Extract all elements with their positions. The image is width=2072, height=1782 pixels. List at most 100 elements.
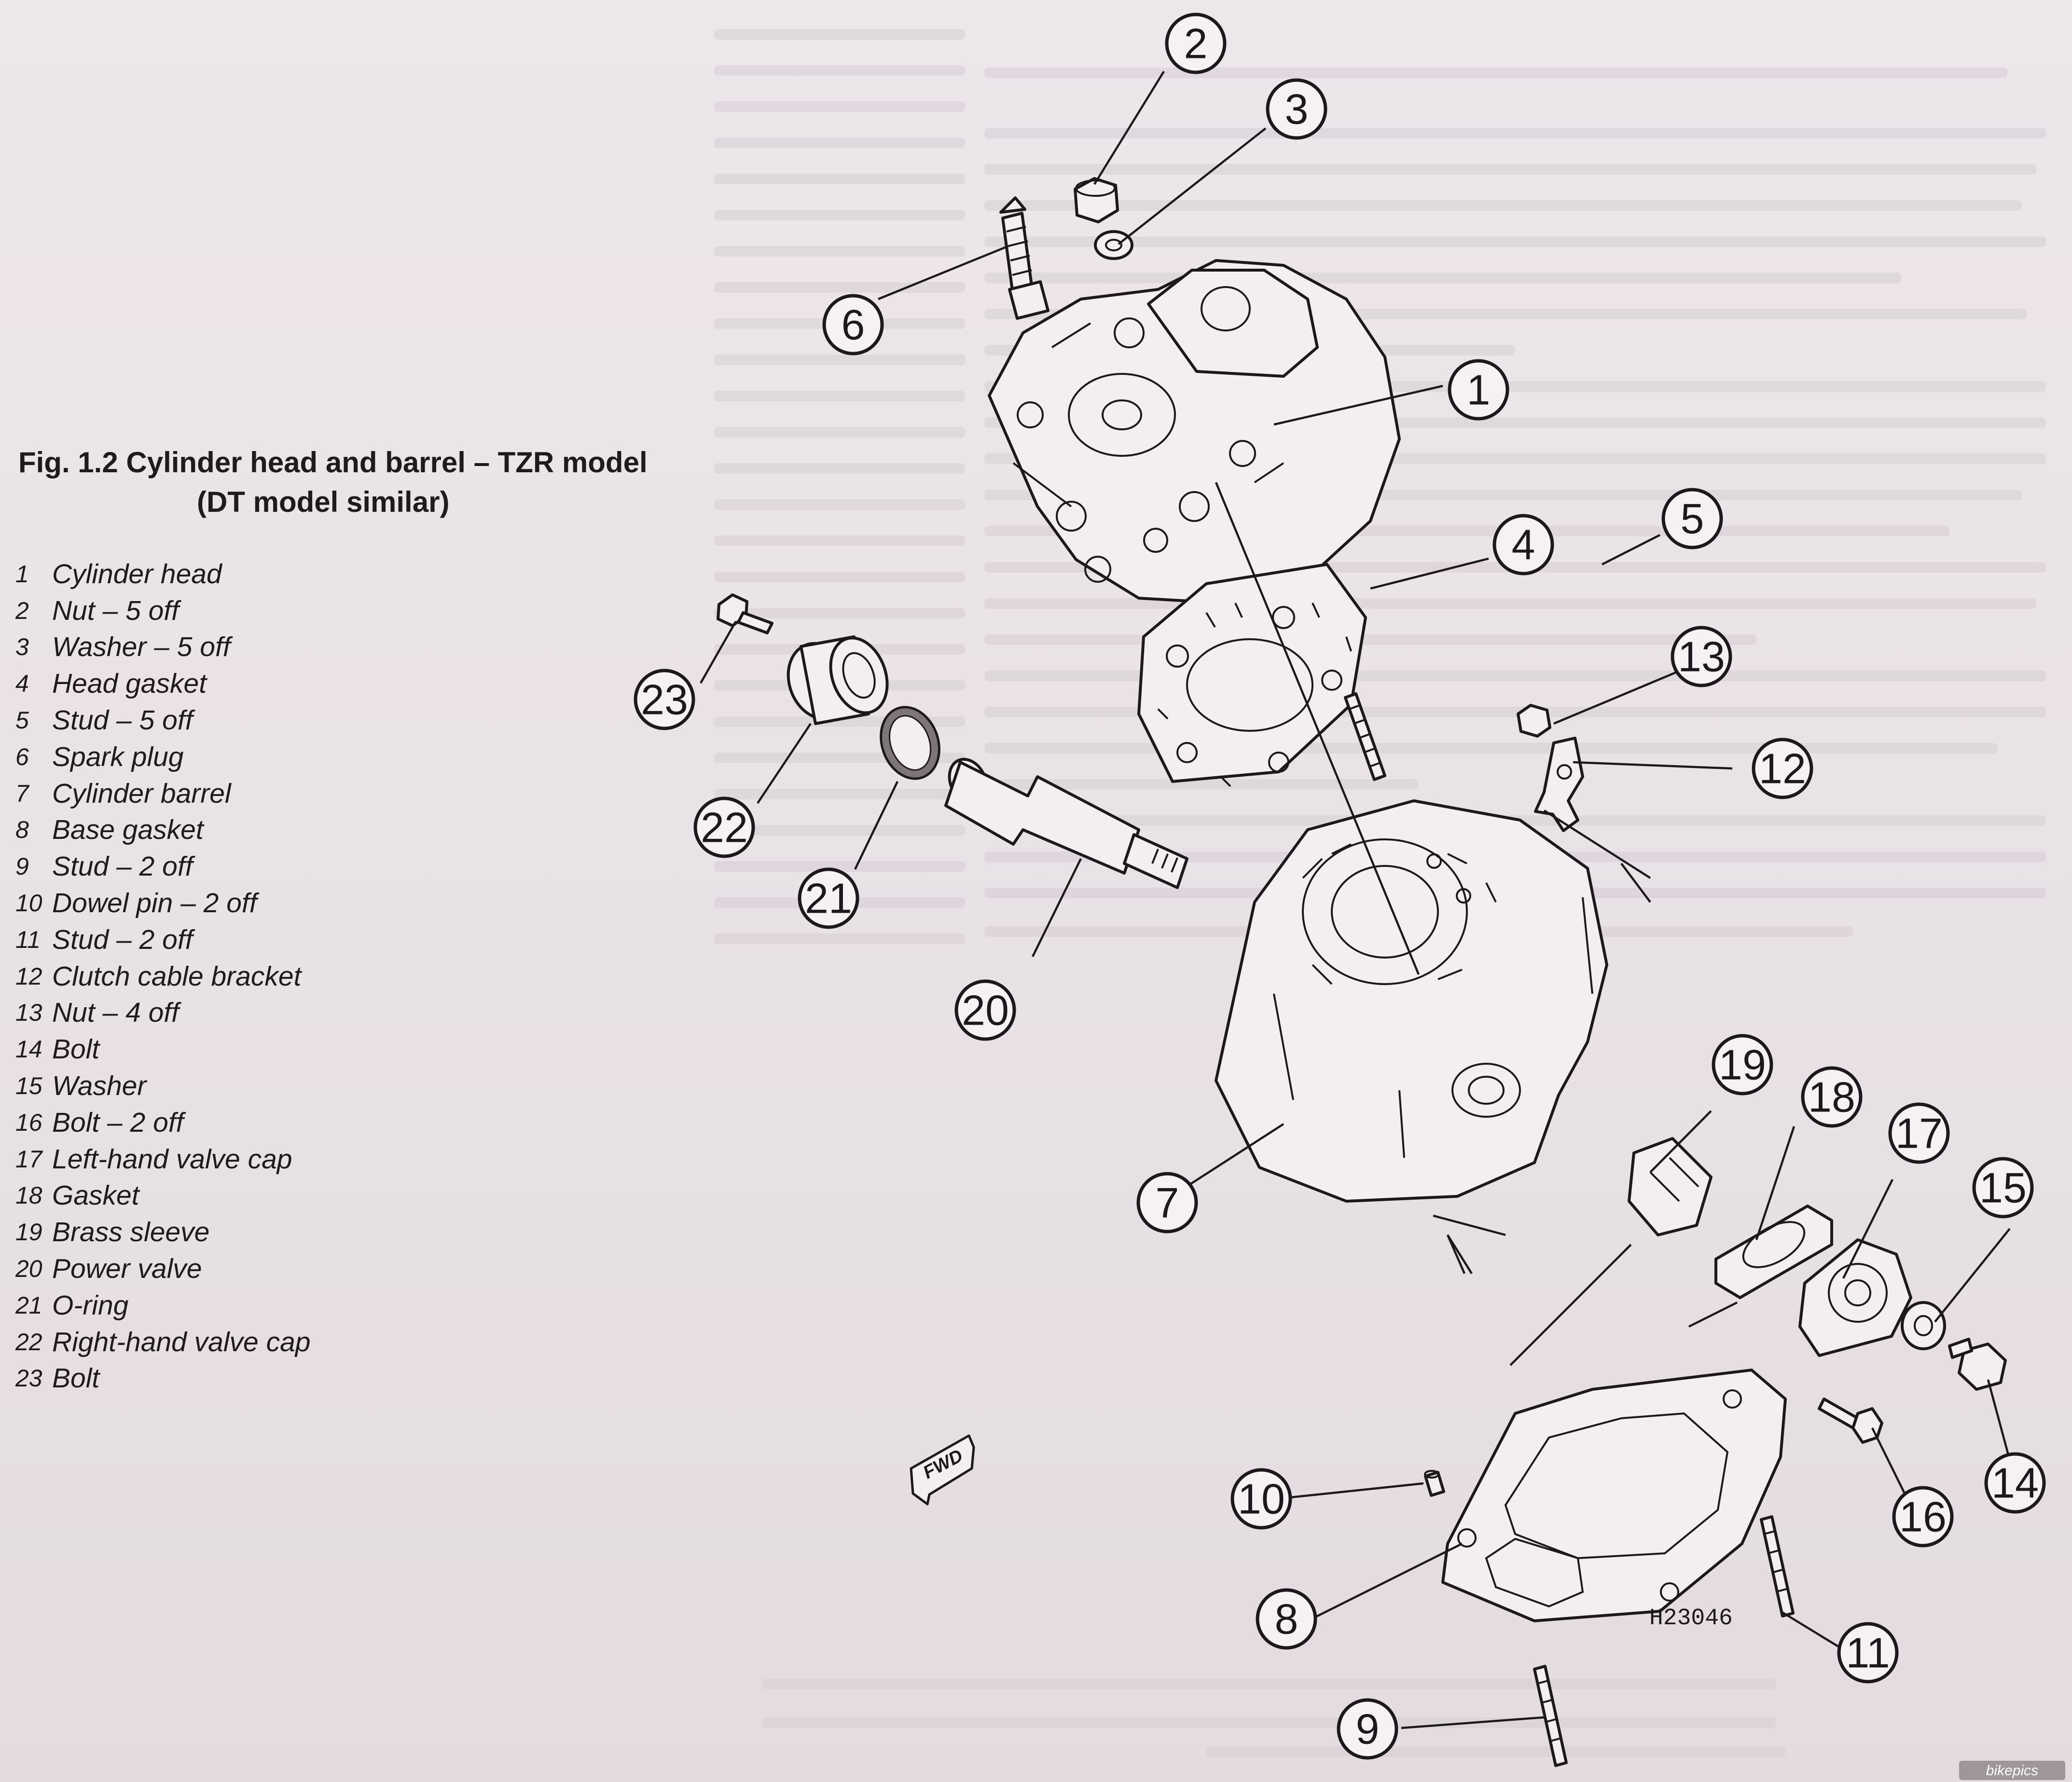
callout-number: 14	[1991, 1459, 2039, 1507]
legend-number: 18	[15, 1182, 42, 1209]
callout-3: 3	[1266, 78, 1327, 140]
callout-10: 10	[1230, 1468, 1292, 1530]
power-valve-part	[944, 757, 1188, 889]
callout-11: 11	[1837, 1622, 1899, 1684]
legend-number: 3	[15, 633, 29, 661]
callout-18: 18	[1801, 1066, 1863, 1128]
callout-2: 2	[1165, 13, 1227, 74]
legend-number: 16	[15, 1109, 42, 1136]
cylinder-barrel-part	[1215, 799, 1608, 1203]
callout-21: 21	[798, 867, 859, 929]
legend-item: 18 Gasket	[15, 1178, 498, 1214]
callout-20: 20	[954, 979, 1016, 1041]
callout-13: 13	[1671, 626, 1732, 687]
callout-number: 21	[805, 875, 852, 922]
legend-label: Right-hand valve cap	[52, 1326, 311, 1357]
callout-9: 9	[1337, 1698, 1398, 1760]
legend-item: 3 Washer – 5 off	[15, 629, 498, 666]
o-ring-part	[880, 706, 940, 780]
legend-number: 7	[15, 780, 29, 807]
forward-arrow-icon: FWD	[910, 1434, 975, 1506]
bolt-part	[1948, 1338, 2007, 1391]
legend-label: Bolt	[52, 1363, 100, 1394]
legend-number: 12	[15, 962, 42, 990]
callout-number: 12	[1759, 745, 1806, 793]
reference-code: H23046	[1649, 1605, 1733, 1631]
legend-label: Stud – 5 off	[52, 705, 193, 736]
legend-label: Washer – 5 off	[52, 631, 231, 663]
legend-label: O-ring	[52, 1289, 129, 1321]
callout-4: 4	[1492, 514, 1554, 576]
legend-number: 17	[15, 1145, 42, 1173]
callout-5: 5	[1661, 488, 1723, 549]
callout-number: 1	[1467, 366, 1491, 414]
legend-number: 19	[15, 1219, 42, 1246]
watermark-label: bikepics	[1986, 1763, 2038, 1779]
callout-1: 1	[1448, 359, 1509, 421]
callout-8: 8	[1256, 1588, 1317, 1650]
figure-subtitle: (DT model similar)	[197, 486, 450, 518]
legend-number: 9	[15, 853, 29, 880]
legend-number: 15	[15, 1072, 42, 1100]
stud-part	[1760, 1515, 1795, 1618]
legend-number: 14	[15, 1036, 42, 1063]
legend-item: 8 Base gasket	[15, 812, 498, 849]
legend-label: Head gasket	[52, 668, 207, 699]
valve-gasket-part	[1714, 1205, 1833, 1299]
figure-title: Fig. 1.2 Cylinder head and barrel – TZR …	[18, 446, 648, 479]
legend-label: Base gasket	[52, 814, 204, 846]
legend-item: 20 Power valve	[15, 1250, 498, 1287]
callout-number: 22	[701, 804, 748, 851]
legend-label: Gasket	[52, 1180, 139, 1211]
legend-number: 10	[15, 890, 42, 917]
callout-number: 11	[1846, 1629, 1890, 1677]
stud-part	[1533, 1665, 1568, 1767]
watermark: bikepics	[1959, 1761, 2065, 1780]
legend-number: 13	[15, 999, 42, 1027]
legend-label: Bolt – 2 off	[52, 1107, 184, 1138]
legend-label: Stud – 2 off	[52, 924, 193, 955]
callout-16: 16	[1892, 1486, 1954, 1548]
callout-number: 5	[1681, 495, 1704, 543]
legend-item: 19 Brass sleeve	[15, 1214, 498, 1250]
washer-part	[1094, 230, 1133, 260]
spark-plug-part	[999, 196, 1050, 320]
base-gasket-part	[1441, 1369, 1787, 1622]
nut-part	[1074, 177, 1119, 223]
legend-label: Power valve	[52, 1253, 202, 1285]
legend-item: 15 Washer	[15, 1068, 498, 1104]
callout-number: 16	[1899, 1493, 1947, 1541]
callout-22: 22	[693, 796, 755, 858]
callout-14: 14	[1984, 1452, 2046, 1514]
figure-caption: Fig. 1.2 Cylinder head and barrel – TZR …	[18, 443, 742, 522]
legend-label: Brass sleeve	[52, 1217, 210, 1248]
legend-number: 22	[15, 1328, 42, 1356]
legend-label: Stud – 2 off	[52, 851, 193, 882]
legend-number: 6	[15, 743, 29, 770]
dowel-pin-part	[1424, 1470, 1445, 1497]
callout-number: 17	[1895, 1110, 1943, 1157]
legend-label: Dowel pin – 2 off	[52, 888, 257, 919]
legend-number: 8	[15, 816, 29, 844]
legend-number: 1	[15, 560, 29, 588]
callout-number: 7	[1156, 1179, 1179, 1227]
legend-number: 4	[15, 670, 29, 698]
legend-label: Nut – 5 off	[52, 595, 179, 626]
legend-label: Washer	[52, 1070, 147, 1102]
callout-number: 3	[1285, 85, 1309, 133]
stud-part	[1344, 692, 1386, 781]
legend-number: 20	[15, 1255, 42, 1283]
washer-part	[1901, 1301, 1946, 1350]
callout-number: 8	[1275, 1595, 1298, 1643]
